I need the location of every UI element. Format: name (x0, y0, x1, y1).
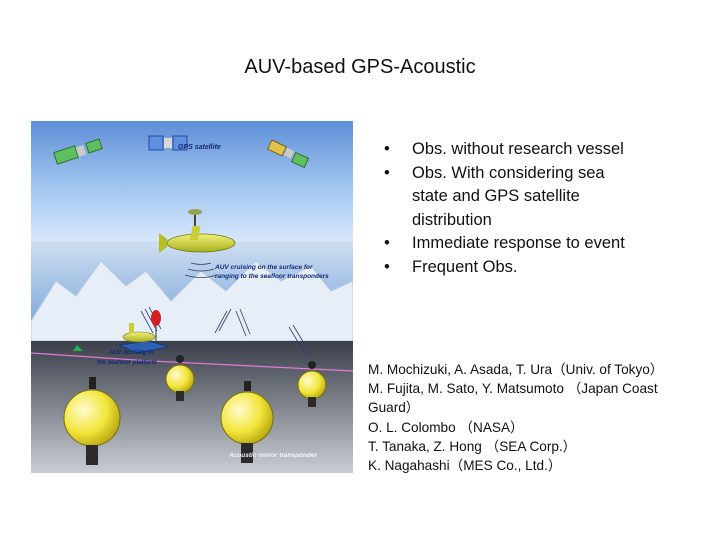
bullet-item: • Frequent Obs. (384, 256, 684, 280)
auv-cruising-caption-1: AUV cruising on the surface for (214, 264, 313, 271)
bullet-text: Frequent Obs. (412, 257, 518, 276)
satellite-center (148, 135, 188, 151)
bullet-marker: • (384, 163, 390, 182)
satellite-right (266, 139, 310, 169)
transponder-1 (63, 377, 121, 465)
bullet-marker: • (384, 257, 390, 276)
seafloor-line (31, 352, 353, 372)
auv-docking (73, 310, 170, 354)
author-line: Guard） (368, 400, 420, 416)
bullet-item-continuation: distribution (384, 209, 684, 233)
author-list: M. Mochizuki, A. Asada, T. Ura（Univ. of … (368, 360, 718, 475)
auv-illustration: GPS satellite AUV cruising on the surfac… (31, 121, 353, 473)
bullet-marker: • (384, 234, 390, 252)
bullet-item-continuation: state and GPS satellite (384, 185, 684, 209)
bullet-text: state and GPS satellite (412, 187, 580, 205)
transponder-2 (165, 355, 195, 401)
bullet-text: Obs. With considering sea (412, 163, 605, 182)
slide-title: AUV-based GPS-Acoustic (244, 56, 476, 78)
docking-caption-1: AUV docking to (108, 350, 154, 356)
bullet-item: • Obs. without research vessel (384, 138, 684, 162)
sky (31, 121, 353, 241)
gps-satellite-label: GPS satellite (178, 144, 221, 151)
bullet-item: • Immediate response to event (384, 232, 684, 256)
bullet-text: Obs. without research vessel (412, 140, 624, 158)
bullet-text: distribution (412, 210, 492, 229)
docking-caption-2: the seafloor platform (97, 360, 157, 366)
bullet-list: • Obs. without research vessel • Obs. With… (384, 138, 684, 279)
transponder-label: Acoustic mirror transponder (228, 452, 318, 459)
acoustic-rings (140, 262, 312, 358)
bullet-item: • Obs. With considering sea (384, 162, 684, 186)
author-line: T. Tanaka, Z. Hong （SEA Corp.） (368, 438, 577, 454)
author-line: M. Mochizuki, A. Asada, T. Ura（Univ. of … (368, 362, 664, 377)
author-line: O. L. Colombo （NASA） (368, 419, 524, 435)
auv-surface (159, 209, 236, 253)
mountains (31, 260, 353, 342)
author-line: K. Nagahashi（MES Co., Ltd.） (368, 458, 562, 474)
auv-cruising-caption-2: ranging to the seafloor transponders (215, 273, 329, 280)
transponder-3 (220, 381, 274, 463)
bullet-marker: • (384, 140, 390, 158)
author-line: M. Fujita, M. Sato, Y. Matsumoto （Japan … (368, 381, 658, 397)
bullet-text: Immediate response to event (412, 234, 625, 252)
transponder-4 (297, 361, 327, 407)
illustration-svg: GPS satellite AUV cruising on the surfac… (31, 121, 353, 473)
satellite-left (53, 138, 103, 165)
